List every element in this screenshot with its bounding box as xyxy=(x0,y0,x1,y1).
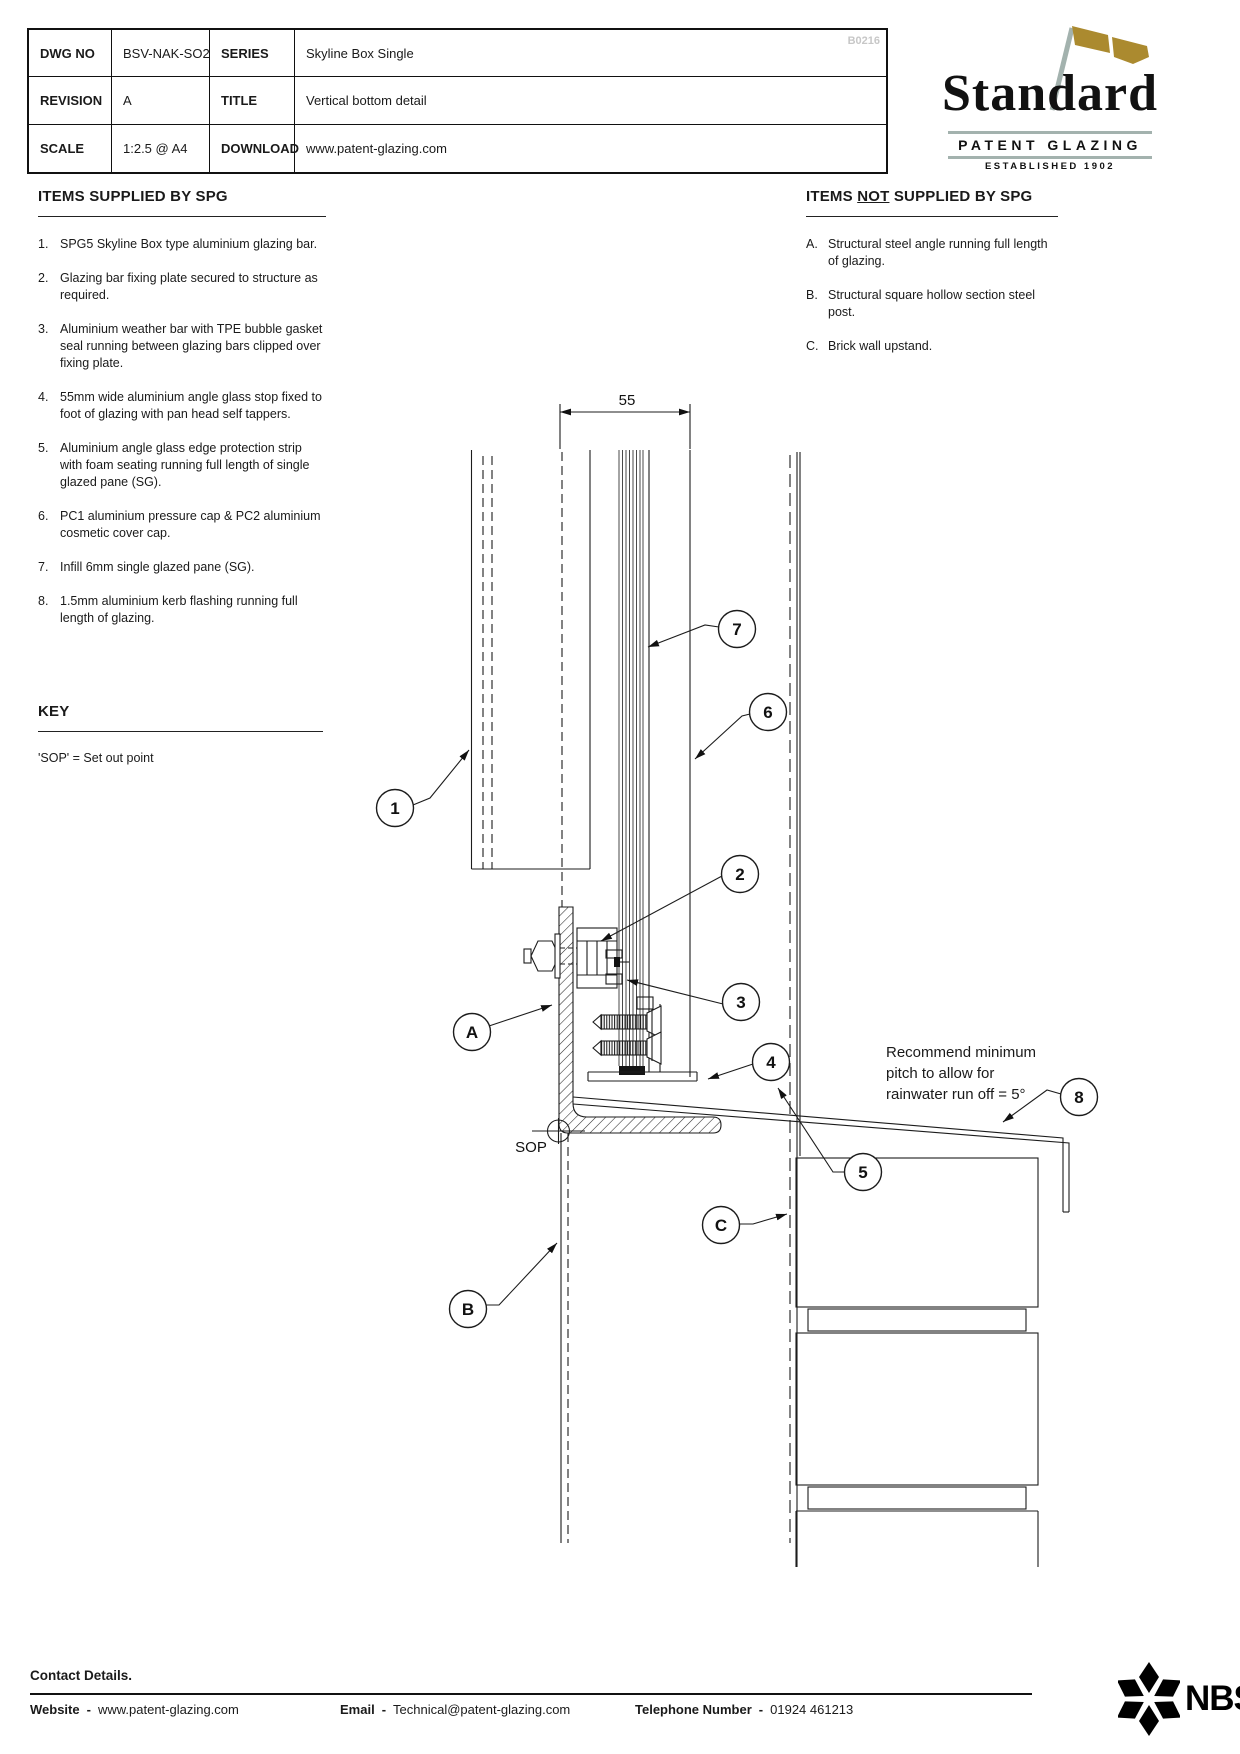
key-block: KEY 'SOP' = Set out point xyxy=(38,703,323,765)
callout-label-5: 5 xyxy=(858,1163,867,1182)
callout-label-8: 8 xyxy=(1074,1088,1083,1107)
website-value: www.patent-glazing.com xyxy=(97,1702,239,1717)
callout-label-B: B xyxy=(462,1300,474,1319)
scale-value: 1:2.5 @ A4 xyxy=(112,124,210,172)
scale-label: SCALE xyxy=(29,124,112,172)
callout-label-4: 4 xyxy=(766,1053,776,1072)
callout-balloon-C xyxy=(701,1205,741,1245)
cover-cap xyxy=(648,450,691,1077)
logo-subtitle: PATENT GLAZING xyxy=(958,137,1142,153)
callout-label-6: 6 xyxy=(763,703,772,722)
callout-label-7: 7 xyxy=(732,620,741,639)
title-block: DWG NO BSV-NAK-SO2 SERIES Skyline Box Si… xyxy=(27,28,888,174)
glazing-bar xyxy=(470,450,591,907)
callout-balloon-4 xyxy=(751,1042,791,1082)
dimension-55 xyxy=(559,404,691,449)
callout-balloon-B xyxy=(448,1289,488,1329)
list-item: C.Brick wall upstand. xyxy=(806,339,933,353)
logo-name: Standard xyxy=(941,65,1159,122)
callout-label-A: A xyxy=(466,1023,478,1042)
sop-marker xyxy=(532,1118,585,1144)
self-tapper-screw xyxy=(592,1005,662,1039)
footer-rule xyxy=(30,1693,1032,1695)
items-not-supplied-heading: ITEMS NOT SUPPLIED BY SPG xyxy=(806,188,1058,217)
callout-balloon-8 xyxy=(1059,1077,1099,1117)
list-item: 6.PC1 aluminium pressure cap & PC2 alumi… xyxy=(38,509,321,540)
email-contact: Email - Technical@patent-glazing.com xyxy=(340,1702,571,1717)
glass-pane xyxy=(618,450,644,1066)
list-item: 1.SPG5 Skyline Box type aluminium glazin… xyxy=(38,237,318,251)
download-value: www.patent-glazing.com xyxy=(306,140,447,156)
callout-balloon-7 xyxy=(717,609,757,649)
weather-bar-clip xyxy=(605,949,629,985)
series-value: Skyline Box Single xyxy=(295,30,886,78)
website-contact: Website - www.patent-glazing.com xyxy=(30,1702,239,1717)
list-item: A.Structural steel angle running full le… xyxy=(806,237,1048,268)
revision-value: A xyxy=(112,77,210,125)
brick-wall xyxy=(795,1157,1039,1567)
list-item: 5.Aluminium angle glass edge protection … xyxy=(38,441,310,489)
kerb-flashing xyxy=(572,1096,1070,1213)
items-supplied-list: ITEMS SUPPLIED BY SPG 1.SPG5 Skyline Box… xyxy=(38,188,326,644)
contact-details-row: Website - www.patent-glazing.com Email -… xyxy=(30,1702,1032,1717)
key-heading: KEY xyxy=(38,703,323,732)
list-item: 3.Aluminium weather bar with TPE bubble … xyxy=(38,322,323,370)
download-label: DOWNLOAD xyxy=(210,124,299,172)
logo-rule-bottom xyxy=(948,156,1152,159)
list-item: 2.Glazing bar fixing plate secured to st… xyxy=(38,271,318,302)
nbs-logo: NBS xyxy=(1118,1660,1240,1738)
revision-label: REVISION xyxy=(29,77,112,125)
email-value: Technical@patent-glazing.com xyxy=(393,1702,571,1717)
nbs-text: NBS xyxy=(1185,1679,1240,1718)
callout-balloon-6 xyxy=(748,692,788,732)
callout-balloon-5 xyxy=(843,1152,883,1192)
logo-established: ESTABLISHED 1902 xyxy=(984,161,1116,172)
list-item: 8.1.5mm aluminium kerb flashing running … xyxy=(38,594,298,625)
logo-rule-top xyxy=(948,131,1152,134)
callout-balloon-1 xyxy=(375,788,415,828)
callout-balloon-2 xyxy=(720,854,760,894)
flag-icon xyxy=(1049,26,1149,111)
list-item: B.Structural square hollow section steel… xyxy=(806,288,1036,319)
callout-label-C: C xyxy=(715,1216,727,1235)
company-logo: Standard PATENT GLAZING ESTABLISHED 1902 xyxy=(925,20,1185,172)
pitch-note: Recommend minimum pitch to allow for rai… xyxy=(886,1044,1037,1103)
callout-label-3: 3 xyxy=(736,993,745,1012)
callout-balloon-3 xyxy=(721,982,761,1022)
list-item: 4.55mm wide aluminium angle glass stop f… xyxy=(38,390,322,421)
phone-contact: Telephone Number - 01924 461213 xyxy=(635,1702,854,1717)
leader-lines xyxy=(412,624,1062,1306)
key-text: 'SOP' = Set out point xyxy=(38,751,154,765)
title-label: TITLE xyxy=(210,77,295,125)
list-item: 7.Infill 6mm single glazed pane (SG). xyxy=(38,560,255,574)
callout-label-1: 1 xyxy=(390,799,399,818)
steel-angle xyxy=(558,906,722,1134)
items-supplied-heading: ITEMS SUPPLIED BY SPG xyxy=(38,188,326,217)
nbs-flower-icon xyxy=(1118,1662,1180,1736)
title-value: Vertical bottom detail xyxy=(295,77,886,125)
sop-label: SOP xyxy=(515,1139,547,1156)
phone-value: 01924 461213 xyxy=(770,1702,854,1717)
series-label: SERIES xyxy=(210,30,295,78)
dimension-55-text: 55 xyxy=(619,392,636,409)
glass-stop xyxy=(587,996,698,1082)
dwg-no-value: BSV-NAK-SO2 xyxy=(112,30,210,78)
callout-balloon-A xyxy=(452,1012,492,1052)
callout-label-2: 2 xyxy=(735,865,744,884)
watermark: B0216 xyxy=(847,35,880,47)
items-not-supplied-list: ITEMS NOT SUPPLIED BY SPG A.Structural s… xyxy=(806,188,1058,372)
foam-seating xyxy=(619,1066,645,1075)
contact-details-heading: Contact Details. xyxy=(30,1668,133,1683)
self-tapper-screw xyxy=(592,1031,662,1065)
dwg-no-label: DWG NO xyxy=(29,30,112,78)
